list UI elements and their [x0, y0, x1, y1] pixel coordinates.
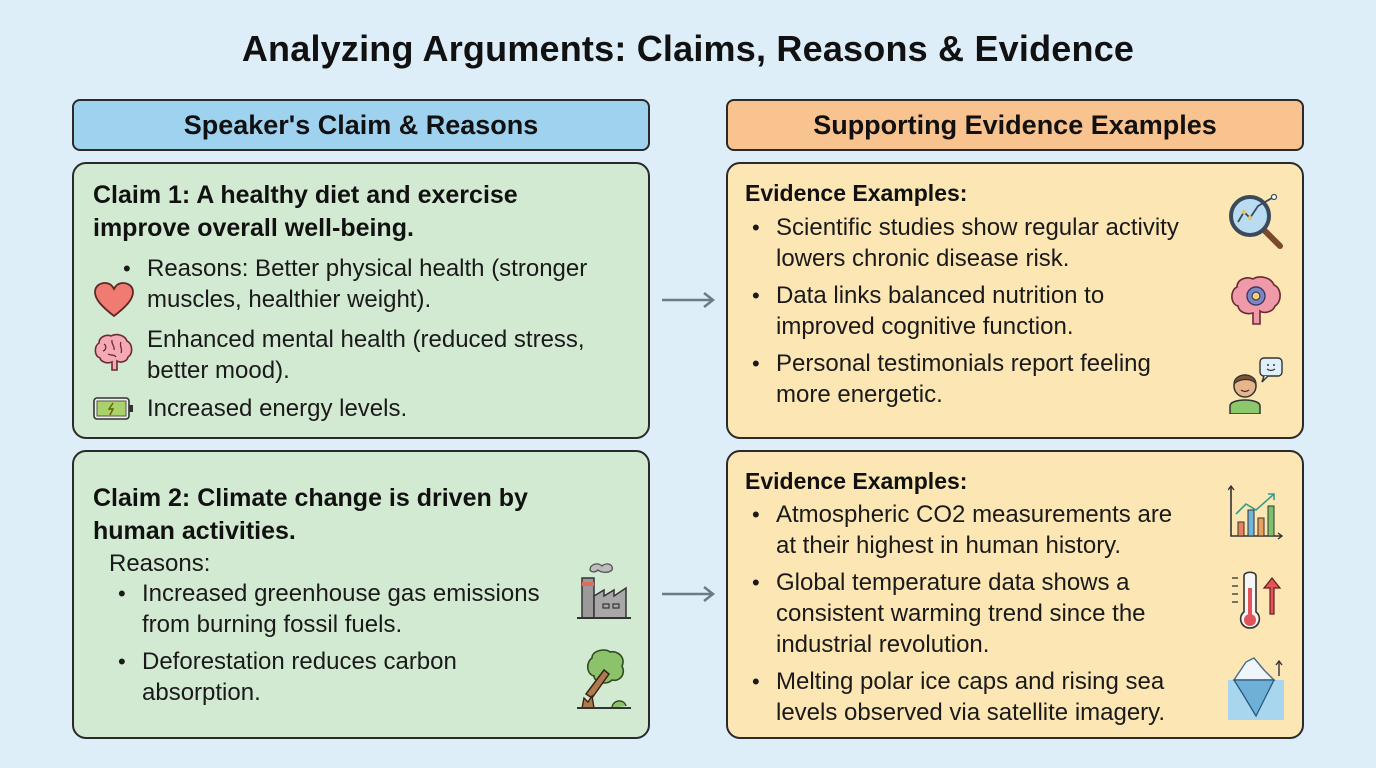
- claim-card-2: Claim 2: Climate change is driven by hum…: [72, 450, 650, 739]
- evidence-line: consistent warming trend since the: [776, 600, 1146, 627]
- reason-line: Enhanced mental health (reduced stress,: [147, 326, 585, 353]
- evidence-line: levels observed via satellite imagery.: [776, 699, 1166, 726]
- evidence-line: Data links balanced nutrition to: [776, 282, 1105, 309]
- claim-2-reason-1: Increased greenhouse gas emissions from …: [118, 578, 540, 640]
- reason-line: Increased energy levels.: [147, 395, 408, 422]
- arrow-right-icon: [662, 586, 716, 602]
- cut-tree-icon: [577, 649, 631, 709]
- evidence-header-label: Supporting Evidence Examples: [813, 109, 1217, 140]
- reason-line: from burning fossil fuels.: [142, 611, 403, 638]
- claim-2-title: Claim 2: Climate change is driven by hum…: [93, 482, 528, 548]
- evidence-line: Atmospheric CO2 measurements are: [776, 501, 1173, 528]
- heart-icon: [94, 282, 134, 318]
- evidence-line: at their highest in human history.: [776, 532, 1122, 559]
- evidence-1-item-2: Data links balanced nutrition to improve…: [752, 280, 1105, 342]
- reason-line: muscles, healthier weight).: [147, 286, 432, 313]
- claim-1-title: Claim 1: A healthy diet and exercise imp…: [93, 179, 518, 245]
- claim-2-title-line2: human activities.: [93, 517, 296, 545]
- factory-icon: [577, 563, 631, 619]
- reason-line: Increased greenhouse gas emissions: [142, 580, 540, 607]
- evidence-2-item-2: Global temperature data shows a consiste…: [752, 567, 1146, 660]
- reason-line: absorption.: [142, 679, 261, 706]
- claim-2-reason-2: Deforestation reduces carbon absorption.: [118, 646, 457, 708]
- thermometer-up-icon: [1232, 571, 1282, 629]
- bar-chart-trend-icon: [1228, 484, 1284, 540]
- evidence-line: Personal testimonials report feeling: [776, 350, 1151, 377]
- claims-header-label: Speaker's Claim & Reasons: [183, 109, 539, 140]
- reason-line: Reasons: Better physical health (stronge…: [147, 255, 588, 282]
- evidence-line: Global temperature data shows a: [776, 569, 1130, 596]
- evidence-line: industrial revolution.: [776, 631, 990, 658]
- claim-1-title-line1: Claim 1: A healthy diet and exercise: [93, 181, 518, 209]
- evidence-1-heading: Evidence Examples:: [745, 180, 968, 206]
- evidence-line: more energetic.: [776, 381, 943, 408]
- arrow-right-icon: [662, 292, 716, 308]
- page-title: Analyzing Arguments: Claims, Reasons & E…: [241, 28, 1135, 69]
- claim-card-1: Claim 1: A healthy diet and exercise imp…: [72, 162, 650, 439]
- reason-line: better mood).: [147, 357, 290, 384]
- claim-1-reason-3: Increased energy levels.: [147, 393, 407, 424]
- evidence-card-2: Evidence Examples: Atmospheric CO2 measu…: [726, 450, 1304, 739]
- claim-2-reasons-label: Reasons:: [109, 550, 211, 577]
- evidence-card-1: Evidence Examples: Scientific studies sh…: [726, 162, 1304, 439]
- claim-1-reason-1: Reasons: Better physical health (stronge…: [123, 253, 588, 315]
- person-speech-icon: [1229, 357, 1283, 414]
- evidence-column-header: Supporting Evidence Examples: [726, 99, 1304, 151]
- claim-2-title-line1: Claim 2: Climate change is driven by: [93, 484, 528, 512]
- evidence-line: lowers chronic disease risk.: [776, 245, 1070, 272]
- claims-column-header: Speaker's Claim & Reasons: [72, 99, 650, 151]
- evidence-2-heading: Evidence Examples:: [745, 468, 968, 494]
- evidence-line: Melting polar ice caps and rising sea: [776, 668, 1165, 695]
- iceberg-icon: [1228, 657, 1284, 720]
- evidence-2-item-3: Melting polar ice caps and rising sea le…: [752, 666, 1166, 728]
- evidence-line: improved cognitive function.: [776, 313, 1074, 340]
- reason-line: Deforestation reduces carbon: [142, 648, 457, 675]
- evidence-line: Scientific studies show regular activity: [776, 214, 1179, 241]
- evidence-1-item-1: Scientific studies show regular activity…: [752, 212, 1179, 274]
- evidence-1-item-3: Personal testimonials report feeling mor…: [752, 348, 1151, 410]
- battery-icon: [93, 397, 133, 420]
- brain-icon: [94, 333, 133, 371]
- magnifier-chart-icon: [1229, 193, 1283, 249]
- brain-gear-icon: [1231, 276, 1281, 325]
- evidence-2-item-1: Atmospheric CO2 measurements are at thei…: [752, 499, 1173, 561]
- claim-1-title-line2: improve overall well-being.: [93, 214, 414, 242]
- claim-1-reason-2: Enhanced mental health (reduced stress, …: [147, 324, 585, 386]
